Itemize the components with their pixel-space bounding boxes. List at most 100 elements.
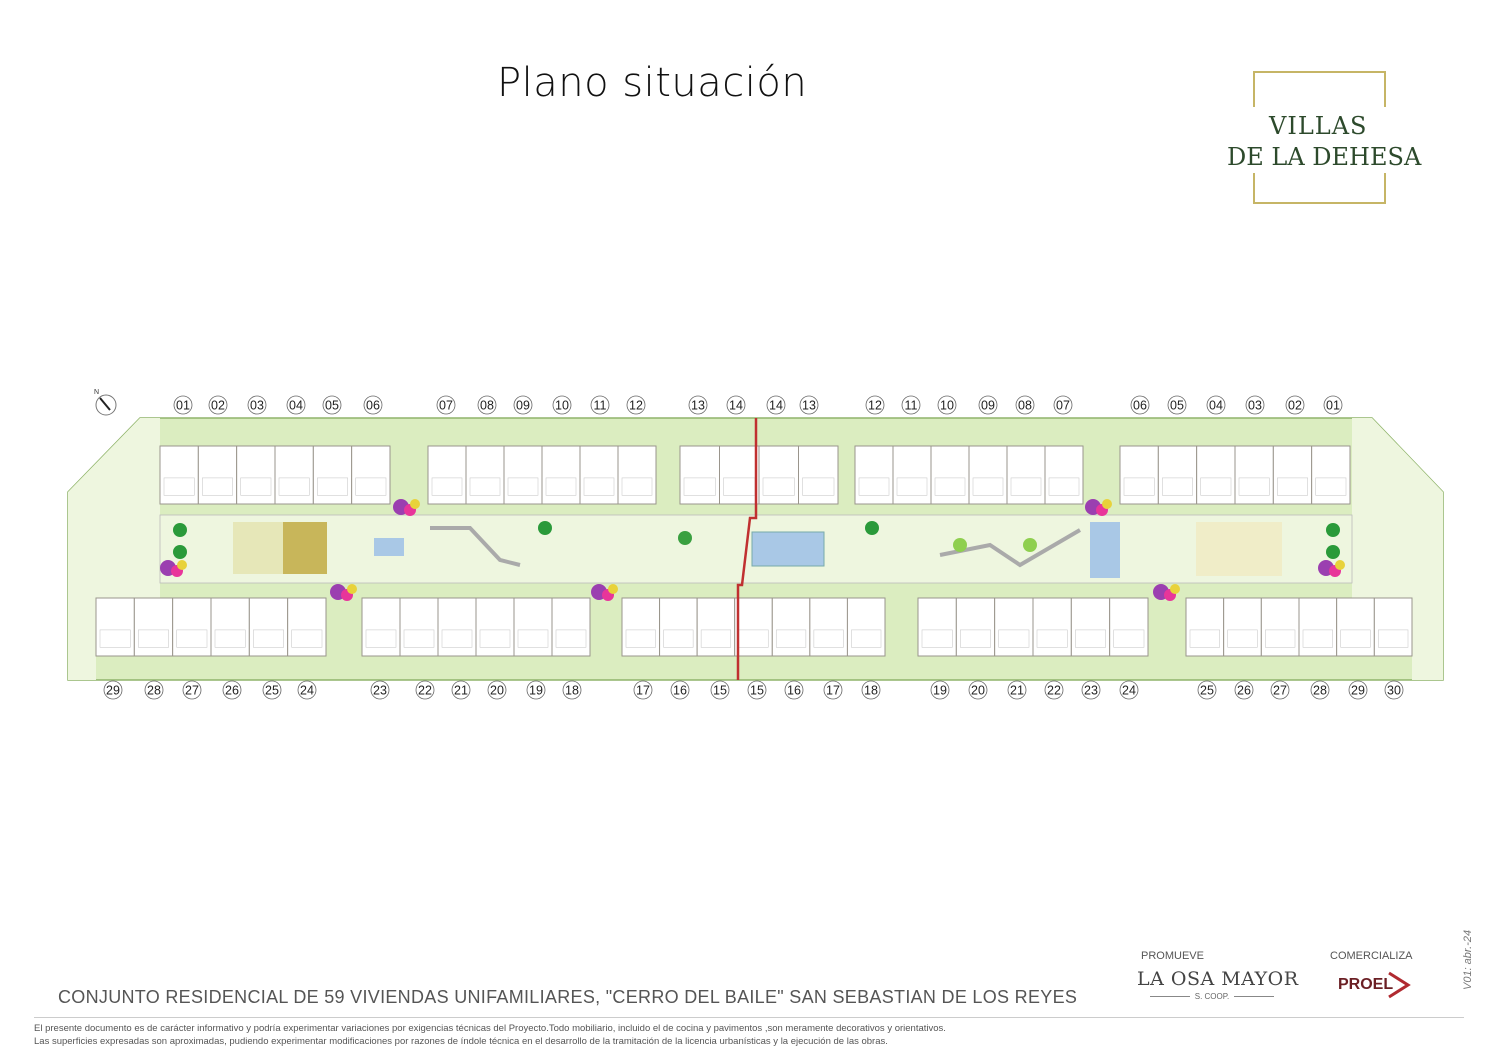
seller-label: COMERCIALIZA (1330, 950, 1413, 962)
unit-number-label: 28 (144, 680, 164, 700)
unit-number: 19 (933, 684, 947, 698)
unit-number: 21 (1010, 684, 1024, 698)
unit-number: 14 (729, 399, 743, 413)
unit-number-label: 06 (1130, 395, 1150, 415)
phase-divider-line (736, 418, 758, 680)
west-garden (68, 418, 160, 680)
unit-number-label: 04 (286, 395, 306, 415)
unit-number-circle (633, 680, 653, 700)
unit-number-circle (1348, 680, 1368, 700)
housing-unit (994, 597, 1034, 657)
flowering-tree (608, 584, 618, 594)
unit-number-label: 10 (552, 395, 572, 415)
unit-number: 07 (1056, 399, 1070, 413)
unit-number-label: 02 (1285, 395, 1305, 415)
unit-number: 22 (418, 684, 432, 698)
unit-number-circle (182, 680, 202, 700)
unit-number-label: 21 (1007, 680, 1027, 700)
housing-unit (1006, 445, 1046, 505)
unit-number-circle (173, 395, 193, 415)
unit-number-label: 12 (626, 395, 646, 415)
unit-number-label: 28 (1310, 680, 1330, 700)
unit-number-label: 29 (103, 680, 123, 700)
unit-furniture (441, 629, 473, 648)
unit-number: 13 (802, 399, 816, 413)
unit-number-circle (144, 680, 164, 700)
unit-furniture (998, 629, 1030, 648)
housing-unit (1109, 597, 1149, 657)
tree (173, 545, 187, 559)
unit-number-circle (1384, 680, 1404, 700)
unit-furniture (851, 629, 882, 648)
housing-unit (312, 445, 353, 505)
unit-number: 24 (1122, 684, 1136, 698)
unit-number-circle (1130, 395, 1150, 415)
unit-furniture (1227, 629, 1258, 648)
tree (538, 521, 552, 535)
unit-furniture (138, 629, 169, 648)
unit-number: 05 (325, 399, 339, 413)
housing-unit (133, 597, 174, 657)
unit-number: 11 (594, 399, 607, 413)
unit-number: 20 (490, 684, 504, 698)
unit-number-circle (937, 395, 957, 415)
housing-unit (617, 445, 657, 505)
unit-number: 17 (826, 684, 840, 698)
unit-number-circle (1206, 395, 1226, 415)
unit-number-circle (451, 680, 471, 700)
unit-number-circle (208, 395, 228, 415)
unit-number-circle (286, 395, 306, 415)
unit-number: 12 (868, 399, 882, 413)
unit-furniture (1302, 629, 1333, 648)
unit-number-label: 08 (1015, 395, 1035, 415)
housing-unit (159, 445, 199, 505)
unit-number-circle (710, 680, 730, 700)
unit-number: 01 (1326, 399, 1340, 413)
unit-number-circle (513, 395, 533, 415)
unit-number-label: 18 (861, 680, 881, 700)
unit-number-circle (1081, 680, 1101, 700)
unit-number-label: 27 (182, 680, 202, 700)
unit-number: 16 (787, 684, 801, 698)
housing-unit (427, 445, 467, 505)
unit-furniture (545, 477, 577, 496)
unit-number-label: 22 (415, 680, 435, 700)
unit-number-label: 14 (726, 395, 746, 415)
logo-line-1: VILLAS (1269, 112, 1368, 140)
unit-number-label: 03 (247, 395, 267, 415)
unit-furniture (1162, 477, 1193, 496)
unit-number-label: 19 (526, 680, 546, 700)
proel-arrow-icon (1388, 971, 1411, 999)
housing-unit (1044, 445, 1084, 505)
housing-unit (1119, 445, 1159, 505)
unit-number-label: 24 (1119, 680, 1139, 700)
unit-furniture (479, 629, 511, 648)
unit-number-circle (968, 680, 988, 700)
housing-unit (351, 445, 391, 505)
unit-number-label: 22 (1044, 680, 1064, 700)
unit-furniture (1010, 477, 1042, 496)
housing-unit (968, 445, 1008, 505)
housing-unit (287, 597, 327, 657)
unit-furniture (1340, 629, 1371, 648)
unit-furniture (1200, 477, 1232, 496)
unit-number-label: 26 (222, 680, 242, 700)
disclaimer-line-2: Las superficies expresadas son aproximad… (34, 1036, 888, 1047)
housing-unit (758, 445, 799, 505)
unit-furniture (1048, 477, 1080, 496)
unit-number-circle (930, 680, 950, 700)
unit-furniture (253, 629, 284, 648)
garden-path (430, 526, 521, 567)
unit-number: 22 (1047, 684, 1061, 698)
unit-furniture (1123, 477, 1155, 496)
unit-number-circle (1015, 395, 1035, 415)
unit-number-label: 24 (297, 680, 317, 700)
housing-unit (930, 445, 970, 505)
unit-number-label: 15 (710, 680, 730, 700)
unit-furniture (99, 629, 131, 648)
unit-number-label: 27 (1270, 680, 1290, 700)
unit-furniture (621, 477, 653, 496)
unit-furniture (278, 477, 310, 496)
housing-unit (475, 597, 515, 657)
housing-unit (95, 597, 135, 657)
